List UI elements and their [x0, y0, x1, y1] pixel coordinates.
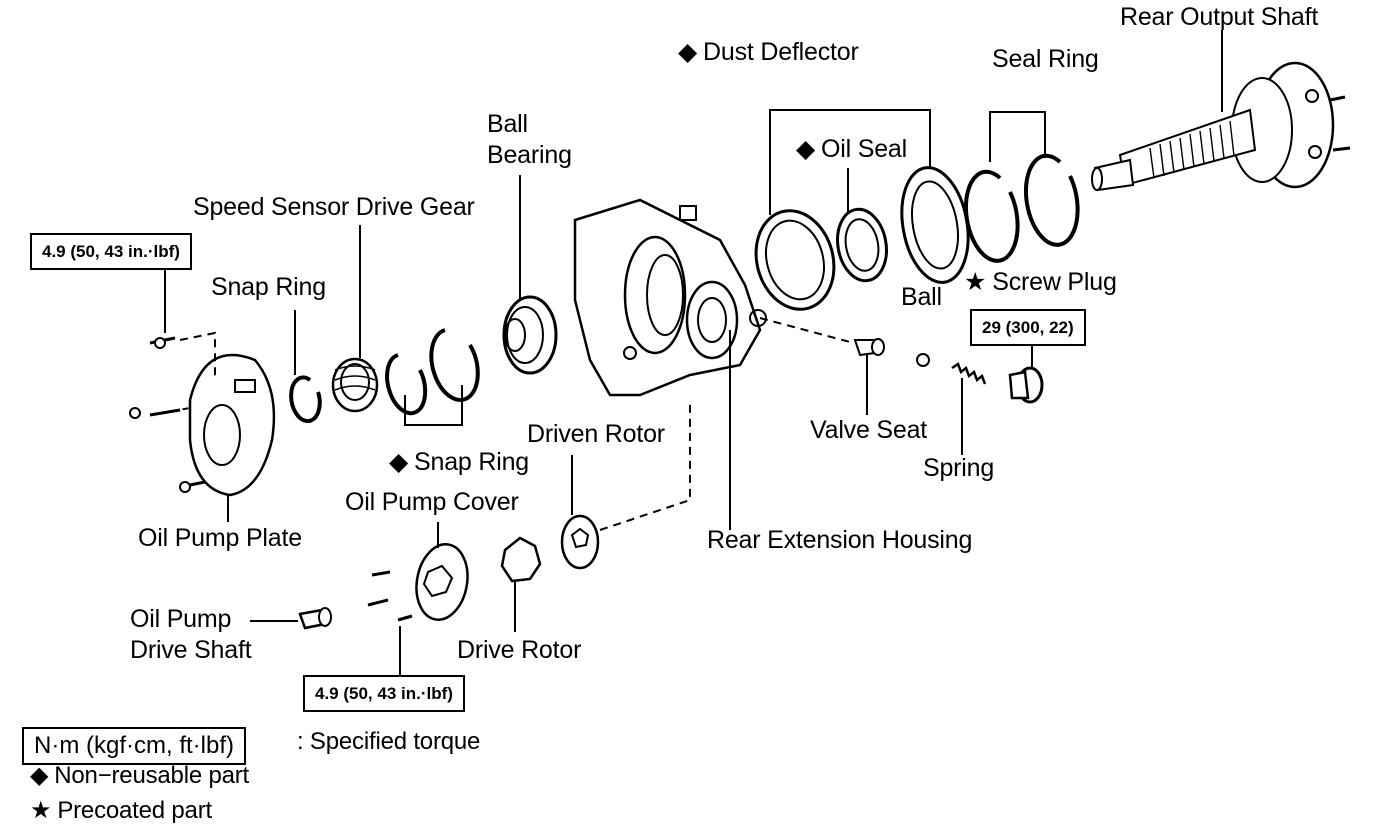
legend-torque-desc: : Specified torque — [297, 728, 481, 755]
rear-extension-housing-part — [573, 198, 767, 530]
non-reusable-symbol: ◆ — [389, 448, 409, 476]
torque-box-screw-plug: 29 (300, 22) — [970, 309, 1086, 346]
legend-non-reusable-text: Non−reusable part — [54, 762, 249, 789]
label-ball-bearing-line2: Bearing — [487, 141, 572, 169]
label-oil-seal: ◆Oil Seal — [796, 137, 907, 162]
label-dust-deflector-text: Dust Deflector — [703, 38, 859, 66]
label-screw-plug-text: Screw Plug — [992, 268, 1117, 296]
label-dust-deflector: ◆Dust Deflector — [678, 40, 859, 65]
non-reusable-symbol: ◆ — [796, 135, 816, 163]
label-seal-ring: Seal Ring — [992, 45, 1099, 73]
speed-sensor-drive-gear-part — [331, 225, 379, 413]
seal-ring-parts — [963, 111, 1080, 263]
label-driven-rotor: Driven Rotor — [527, 420, 665, 448]
label-oil-seal-text: Oil Seal — [821, 135, 907, 163]
precoated-symbol: ★ — [964, 268, 987, 296]
label-ball: Ball — [901, 283, 942, 311]
non-reusable-symbol: ◆ — [30, 762, 49, 789]
legend-torque-units-box: N·m (kgf·cm, ft·lbf) — [22, 727, 246, 765]
drive-rotor-part — [500, 536, 542, 632]
driven-rotor-part — [560, 400, 691, 570]
legend-precoated: ★Precoated part — [30, 799, 212, 823]
torque-box-oil-pump-plate-bolt: 4.9 (50, 43 in.·lbf) — [30, 233, 192, 270]
precoated-symbol: ★ — [30, 797, 52, 824]
label-oil-pump-drive-shaft-line2: Drive Shaft — [130, 636, 252, 664]
label-screw-plug: ★Screw Plug — [964, 270, 1117, 295]
label-oil-pump-drive-shaft-line1: Oil Pump — [130, 605, 232, 633]
label-rear-output-shaft: Rear Output Shaft — [1120, 3, 1319, 31]
oil-pump-cover-part — [367, 522, 469, 676]
label-snap-ring-upper: Snap Ring — [211, 273, 326, 301]
oil-pump-drive-shaft-part — [250, 607, 332, 630]
snap-ring-parts — [289, 310, 480, 426]
label-snap-ring-lower: ◆Snap Ring — [389, 450, 529, 475]
ball-bearing-part — [502, 175, 558, 375]
label-drive-rotor: Drive Rotor — [457, 636, 582, 664]
label-ball-bearing-line1: Ball — [487, 110, 528, 138]
label-oil-pump-plate: Oil Pump Plate — [138, 524, 302, 552]
non-reusable-symbol: ◆ — [678, 38, 698, 66]
label-spring: Spring — [923, 454, 995, 482]
valve-assembly-parts — [759, 317, 1044, 455]
rear-output-shaft-part — [1091, 30, 1351, 192]
label-oil-pump-cover: Oil Pump Cover — [345, 488, 519, 516]
oil-pump-plate-part — [129, 267, 276, 522]
legend-non-reusable: ◆Non−reusable part — [30, 764, 249, 788]
legend-precoated-text: Precoated part — [57, 797, 212, 824]
label-rear-extension-housing: Rear Extension Housing — [707, 526, 973, 554]
dust-deflector-part — [754, 109, 970, 311]
label-valve-seat: Valve Seat — [810, 416, 928, 444]
torque-box-oil-pump-cover-bolt: 4.9 (50, 43 in.·lbf) — [303, 675, 465, 712]
label-snap-ring-lower-text: Snap Ring — [414, 448, 529, 476]
oil-seal-part — [836, 168, 888, 283]
label-speed-sensor-drive-gear: Speed Sensor Drive Gear — [193, 193, 475, 221]
